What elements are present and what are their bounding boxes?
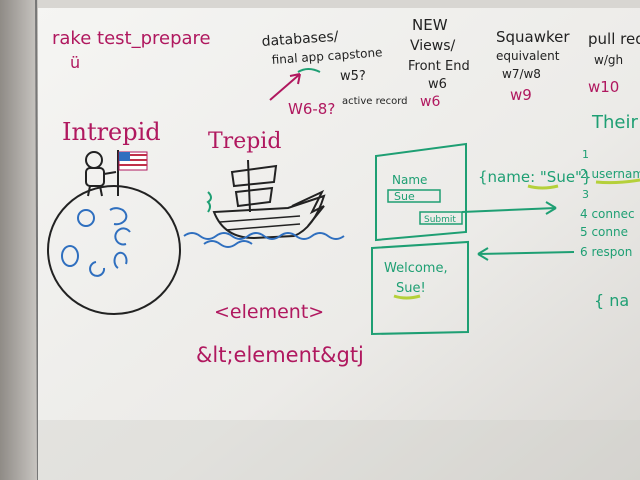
right-item-1: 1 — [582, 148, 589, 161]
right-notes: Their c 1 2 usernam 3 4 connec 5 conne 6… — [580, 112, 640, 310]
waves-icon — [183, 232, 345, 240]
col4-week: w10 — [588, 78, 619, 96]
col2-line2: Views/ — [410, 38, 456, 54]
schedule-col-2: NEW Views/ Front End w6 w6 — [408, 16, 470, 110]
element-tag-text: <element> — [214, 301, 324, 323]
welcome-line2: Sue! — [396, 281, 426, 296]
col3-line1: Squawker — [496, 28, 570, 46]
moon-icon — [47, 185, 181, 315]
schedule-col-4: pull req w/gh w10 — [588, 30, 640, 96]
right-heading: Their c — [591, 112, 640, 133]
json-text: {name: "Sue"} — [478, 168, 592, 186]
col1-sub2: active record — [342, 96, 408, 107]
escaped-tag-text: &lt;element&gtj — [196, 343, 364, 367]
form-submit-button — [419, 211, 463, 225]
rake-command-text: rake test_prepare — [52, 28, 211, 49]
col3-line2: equivalent — [496, 49, 560, 63]
boat-icon — [212, 194, 326, 240]
right-item-4: 4 connec — [580, 207, 635, 221]
col2-line3: Front End — [408, 59, 470, 74]
arrow-left-icon — [477, 251, 575, 255]
right-item-6: 6 respon — [580, 245, 632, 259]
col2-line4: w6 — [428, 77, 447, 92]
form-name-input — [387, 189, 441, 203]
right-brace: { na — [594, 291, 629, 310]
right-item-3: 3 — [582, 188, 589, 201]
col2-line1: NEW — [412, 16, 448, 34]
col1-week: W6-8? — [288, 100, 335, 118]
form-box — [375, 142, 467, 242]
welcome-box — [371, 240, 469, 336]
schedule-col-3: Squawker equivalent w7/w8 w9 — [496, 28, 570, 104]
intrepid-label: Intrepid — [62, 118, 161, 146]
ship-drawing — [183, 159, 345, 248]
col4-line2: w/gh — [594, 53, 623, 67]
form-submit-label: Submit — [424, 215, 456, 225]
trepid-label: Trepid — [208, 129, 281, 154]
smiley-text: ü — [70, 53, 80, 72]
col3-line3: w7/w8 — [502, 67, 541, 81]
right-item-2: 2 usernam — [580, 167, 640, 181]
form-name-label: Name — [392, 173, 427, 187]
welcome-line1: Welcome, — [384, 261, 448, 276]
moon-astronaut-drawing — [47, 150, 181, 315]
col1-sub1: w5? — [340, 69, 366, 84]
arrow-right-icon — [461, 207, 557, 213]
right-item-5: 5 conne — [580, 225, 628, 239]
board-surface — [38, 0, 640, 480]
board-frame-left — [0, 0, 38, 480]
col3-week: w9 — [510, 86, 532, 104]
col1-line1: databases/ — [261, 29, 339, 50]
form-name-value: Sue — [394, 190, 415, 203]
col2-week: w6 — [420, 94, 440, 110]
form-sketch: Name Sue Submit {name: "Sue"} Welcome, S… — [371, 142, 592, 336]
schedule-col-1: databases/ final app capstone w5? active… — [261, 29, 407, 118]
col4-line1: pull req — [588, 30, 640, 48]
